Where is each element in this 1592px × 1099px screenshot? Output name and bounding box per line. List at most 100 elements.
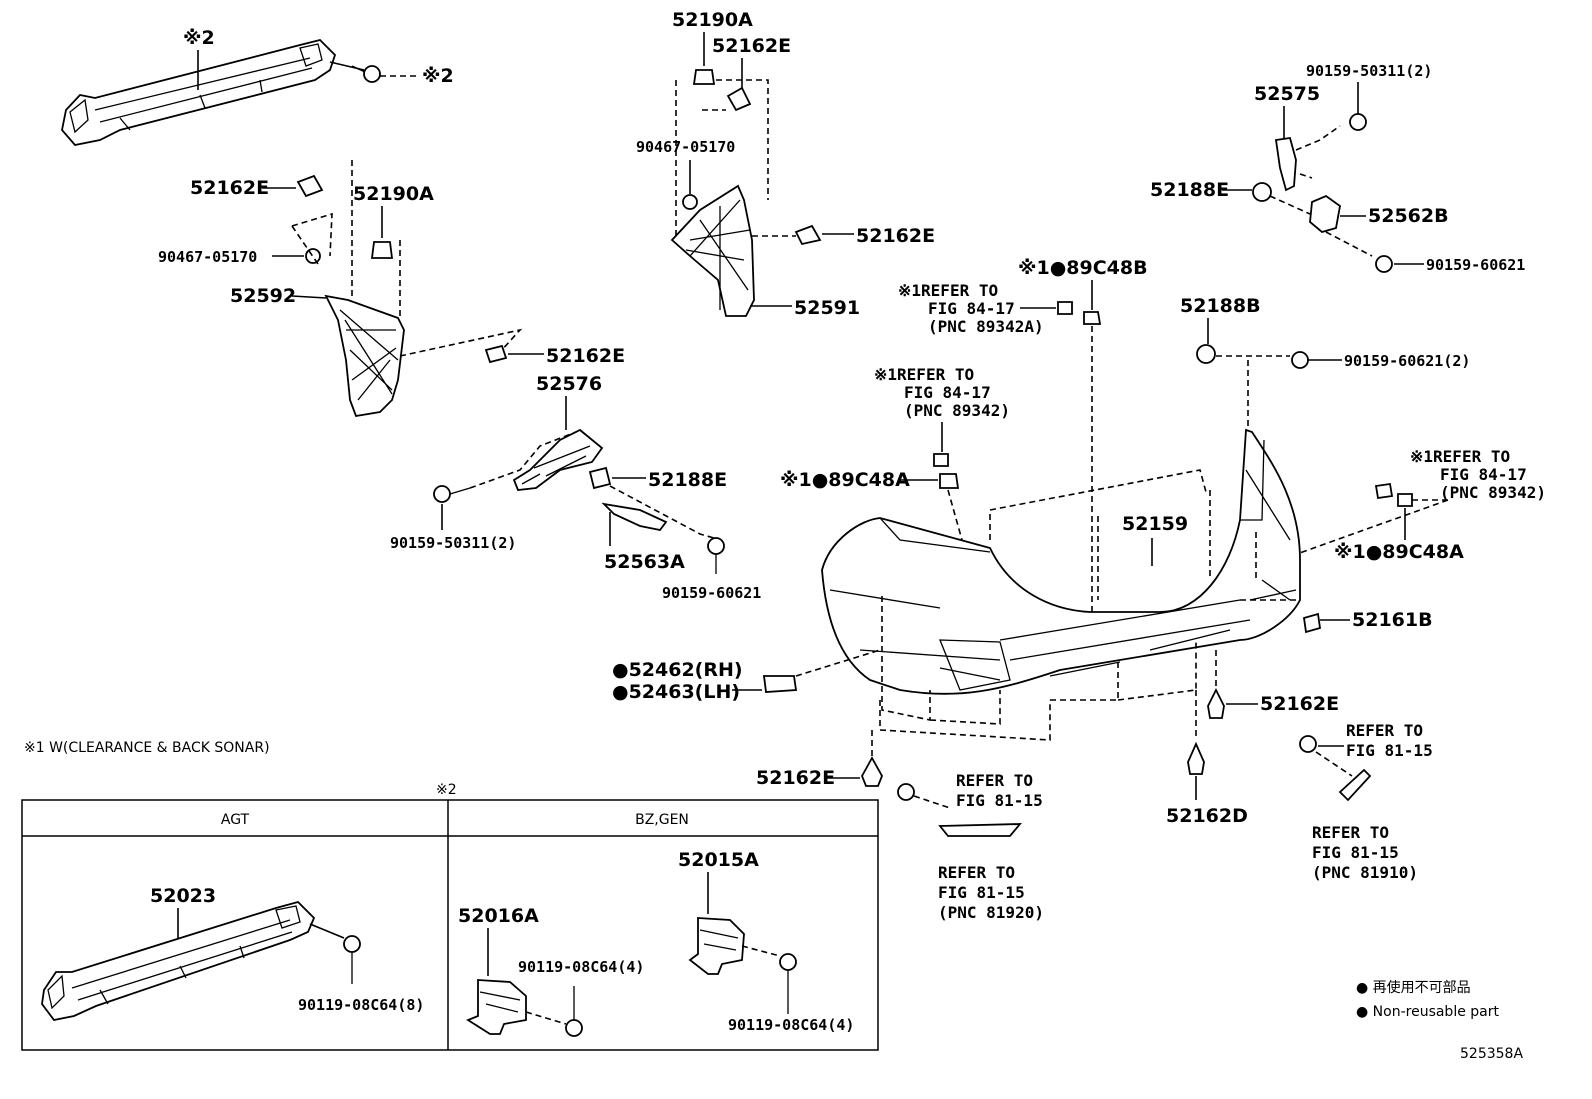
label-52562B: 52562B xyxy=(1368,205,1449,227)
label-90119-4-b: 90119-08C64(4) xyxy=(728,1016,854,1034)
label-52188E-a: 52188E xyxy=(648,469,727,491)
label-x2-top: ※2 xyxy=(183,27,215,49)
label-52162E-f: 52162E xyxy=(1260,693,1339,715)
clip-icon xyxy=(794,224,822,246)
bolt-icon xyxy=(1375,255,1393,273)
retainer-bracket xyxy=(601,502,668,531)
reinforcement-bracket xyxy=(466,979,527,1035)
table-col-bzgen: BZ,GEN xyxy=(635,812,689,828)
label-90467-a: 90467-05170 xyxy=(636,138,735,156)
label-52576: 52576 xyxy=(536,373,602,395)
connector-icon xyxy=(1374,482,1394,500)
connector-icon xyxy=(1057,301,1073,315)
sensor-retainer-icon xyxy=(1083,311,1102,325)
bolt-icon xyxy=(779,953,797,1014)
label-52162D: 52162D xyxy=(1166,805,1248,827)
diagram-text: FIG 81-15 xyxy=(1346,741,1433,760)
table-caption: ※2 xyxy=(436,782,457,798)
refer-note-3: ※1REFER TO FIG 84-17 (PNC 89342) xyxy=(1410,447,1546,502)
diagram-text: REFER TO xyxy=(1346,721,1423,740)
refer-note-4: REFER TO FIG 81-15 xyxy=(956,771,1043,810)
label-52023: 52023 xyxy=(150,885,216,907)
refer-note-6: REFER TO FIG 81-15 xyxy=(1346,721,1433,760)
rear-bumper-reinforcement xyxy=(61,39,337,146)
cover-piece-icon xyxy=(1302,612,1322,634)
label-89C48A-b: ※1●89C48A xyxy=(1334,541,1464,563)
reflector-icon xyxy=(1338,768,1372,802)
diagram-text: FIG 81-15 xyxy=(956,791,1043,810)
note-x1: ※1 W(CLEARANCE & BACK SONAR) xyxy=(24,740,270,756)
label-52188B: 52188B xyxy=(1180,295,1261,317)
clip-icon xyxy=(897,783,915,801)
variant-table xyxy=(21,799,879,1051)
diagram-text: FIG 84-17 xyxy=(1440,465,1527,484)
nut-icon xyxy=(370,241,394,259)
diagram-text: (PNC 89342) xyxy=(1440,483,1546,502)
clip-icon xyxy=(296,174,324,198)
diagram-text: FIG 84-17 xyxy=(928,299,1015,318)
bolt-icon xyxy=(433,485,471,503)
label-90159-60621-c: 90159-60621(2) xyxy=(1344,352,1470,370)
diagram-text: (PNC 89342) xyxy=(904,401,1010,420)
label-52159: 52159 xyxy=(1122,513,1188,535)
label-52162E-d-left: 52162E xyxy=(190,177,269,199)
rear-bumper-side-bracket xyxy=(670,184,755,317)
pad-icon xyxy=(762,675,798,693)
label-52188E-b: 52188E xyxy=(1150,179,1229,201)
label-90119-4-a: 90119-08C64(4) xyxy=(518,958,644,976)
label-52016A: 52016A xyxy=(458,905,539,927)
refer-note-1: ※1REFER TO FIG 84-17 (PNC 89342A) xyxy=(898,281,1044,336)
diagram-text: (PNC 81920) xyxy=(938,903,1044,922)
clip-icon xyxy=(682,194,698,210)
label-90159-60621-a: 90159-60621 xyxy=(662,584,761,602)
diagram-text: FIG 81-15 xyxy=(1312,843,1399,862)
bolt-icon xyxy=(707,537,725,574)
refer-note-7: REFER TO FIG 81-15 (PNC 81910) xyxy=(1312,823,1418,882)
label-90159-60621-b: 90159-60621 xyxy=(1426,256,1525,274)
label-52190A-a: 52190A xyxy=(672,9,753,31)
legend-en: ● Non-reusable part xyxy=(1356,1004,1499,1020)
clip-icon xyxy=(588,466,612,490)
label-52162E-b: 52162E xyxy=(856,225,935,247)
bolt-icon xyxy=(1291,351,1309,369)
rear-bumper-reinforcement xyxy=(41,900,316,1021)
retainer-bracket xyxy=(1274,136,1297,192)
diagram-text: REFER TO xyxy=(956,771,1033,790)
clip-icon xyxy=(1196,344,1216,364)
bolt-icon xyxy=(565,986,583,1037)
reflector-icon xyxy=(938,823,1022,837)
label-52563A: 52563A xyxy=(604,551,685,573)
diagram-text: ※1REFER TO xyxy=(898,281,998,300)
label-52015A: 52015A xyxy=(678,849,759,871)
sensor-retainer-icon xyxy=(939,473,960,489)
refer-note-5: REFER TO FIG 81-15 (PNC 81920) xyxy=(938,863,1044,922)
label-52162E-e: 52162E xyxy=(756,767,835,789)
label-52162E-a: 52162E xyxy=(712,35,791,57)
clip-icon xyxy=(1187,741,1205,775)
label-x2-bolt: ※2 xyxy=(422,65,454,87)
label-52190A-b: 52190A xyxy=(353,183,434,205)
clip-icon xyxy=(1299,735,1317,753)
legend: ● 再使用不可部品 ● Non-reusable part xyxy=(1356,979,1499,1020)
bolt-icon xyxy=(1349,113,1367,131)
label-52591: 52591 xyxy=(794,297,860,319)
diagram-text: FIG 81-15 xyxy=(938,883,1025,902)
diagram-text: FIG 84-17 xyxy=(904,383,991,402)
label-52161B: 52161B xyxy=(1352,609,1433,631)
bolt-icon xyxy=(343,935,361,984)
legend-jp: ● 再使用不可部品 xyxy=(1356,979,1471,996)
label-90159-50311-a: 90159-50311(2) xyxy=(390,534,516,552)
label-90159-50311-b: 90159-50311(2) xyxy=(1306,62,1432,80)
label-52463: ●52463(LH) xyxy=(612,681,740,703)
retainer-bracket xyxy=(1309,194,1341,233)
rear-bumper-cover xyxy=(821,428,1301,695)
label-52462: ●52462(RH) xyxy=(612,659,743,681)
label-90119-8: 90119-08C64(8) xyxy=(298,996,424,1014)
clip-icon xyxy=(726,86,752,112)
diagram-text: ※1REFER TO xyxy=(874,365,974,384)
connector-icon xyxy=(933,453,949,467)
diagram-text: REFER TO xyxy=(1312,823,1389,842)
retainer-bracket xyxy=(512,428,604,491)
diagram-text: ※1REFER TO xyxy=(1410,447,1510,466)
